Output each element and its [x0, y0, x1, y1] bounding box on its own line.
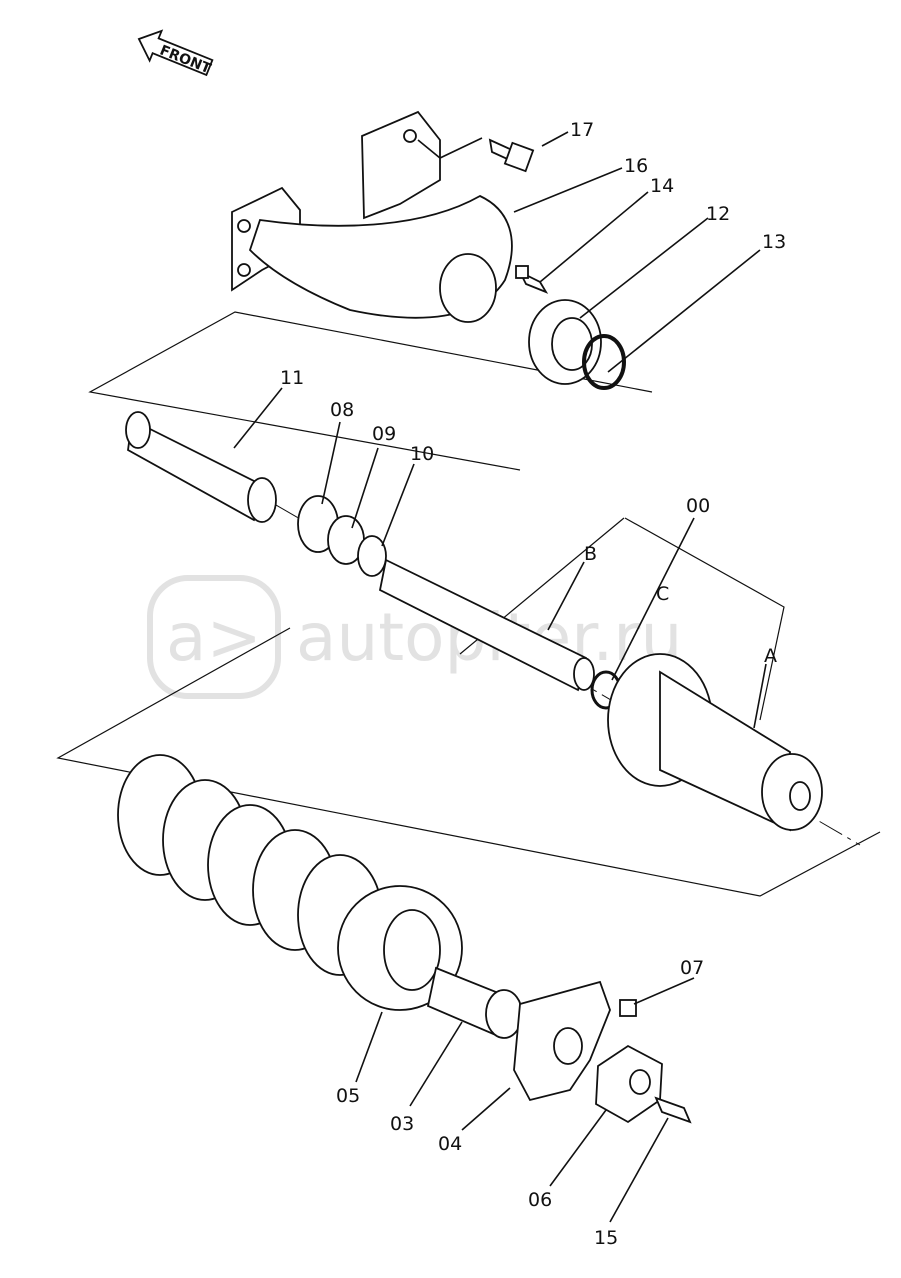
bolt-17 — [488, 138, 535, 173]
front-arrow-label: FRONT — [157, 42, 213, 77]
callout-a: A — [764, 645, 777, 667]
rod-b — [378, 558, 595, 692]
block-06 — [595, 1044, 663, 1124]
shaft-11 — [125, 411, 277, 523]
callout-12: 12 — [706, 203, 730, 225]
callout-09: 09 — [372, 423, 396, 445]
callout-00: 00 — [686, 495, 710, 517]
callout-05: 05 — [336, 1085, 360, 1107]
ring-10 — [357, 535, 387, 577]
plate-04 — [513, 980, 611, 1102]
callout-03: 03 — [390, 1113, 414, 1135]
callout-13: 13 — [762, 231, 786, 253]
callout-11: 11 — [280, 367, 304, 389]
group-plane-upper — [88, 311, 653, 471]
group-plane-lower — [56, 627, 881, 897]
front-arrow: FRONT — [137, 29, 214, 77]
grease-fitting-15 — [654, 1096, 692, 1124]
callout-b: B — [584, 543, 597, 565]
sleeve-03 — [426, 966, 523, 1039]
callout-08: 08 — [330, 399, 354, 421]
callout-10: 10 — [410, 443, 434, 465]
callout-14: 14 — [650, 175, 674, 197]
callout-07: 07 — [680, 957, 704, 979]
callout-c: C — [656, 583, 669, 605]
cylinder-a — [607, 653, 823, 832]
bolt-07 — [619, 999, 637, 1017]
group-plane-middle — [624, 517, 785, 721]
callout-16: 16 — [624, 155, 648, 177]
callout-06: 06 — [528, 1189, 552, 1211]
o-ring-13 — [582, 334, 626, 390]
callout-04: 04 — [438, 1133, 462, 1155]
callout-17: 17 — [570, 119, 594, 141]
spring-05 — [117, 754, 463, 1011]
leader-lines — [233, 131, 767, 1223]
callout-15: 15 — [594, 1227, 618, 1249]
idler-bracket — [231, 110, 513, 323]
watermark-mark: a> — [166, 599, 262, 676]
bolt-14 — [515, 265, 549, 294]
callouts: 17 16 14 12 13 11 08 09 10 00 C B A 07 0… — [280, 119, 786, 1249]
